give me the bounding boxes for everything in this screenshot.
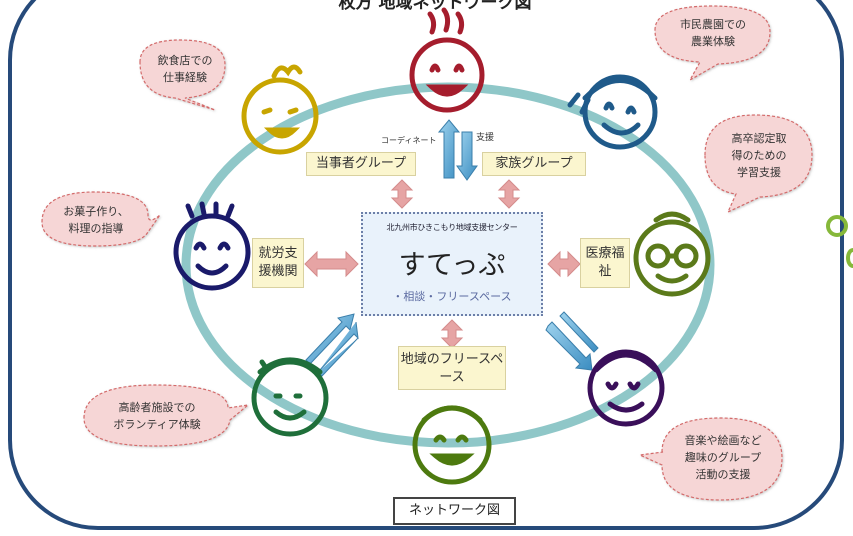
double-arrow-icon bbox=[440, 319, 464, 349]
bubble-sweets bbox=[41, 191, 161, 247]
box-tojisha-group: 当事者グループ bbox=[306, 152, 416, 176]
face-top-icon bbox=[409, 7, 485, 113]
face-yellow-icon bbox=[241, 64, 319, 155]
bubble-sweets-text: お菓子作り、料理の指導 bbox=[63, 205, 129, 235]
bubble-elderly-text: 高齢者施設でのボランティア体験 bbox=[113, 401, 201, 431]
bubble-farm bbox=[654, 5, 771, 82]
coordinate-label: コーディネート bbox=[381, 136, 437, 145]
two-way-arrow-icon bbox=[545, 311, 599, 371]
bubble-restaurant-text: 飲食店での仕事経験 bbox=[157, 54, 213, 84]
decorative-circle-icon bbox=[826, 215, 848, 237]
caption-network-diagram: ネットワーク図 bbox=[393, 497, 516, 525]
decorative-circle-icon bbox=[846, 248, 853, 268]
double-arrow-icon bbox=[390, 179, 414, 209]
double-arrow-icon bbox=[547, 250, 581, 278]
rounded-frame bbox=[8, 0, 844, 530]
bubble-farm-text: 市民農園での農業体験 bbox=[680, 18, 746, 48]
bubble-music bbox=[637, 417, 783, 501]
two-way-arrow-icon bbox=[305, 313, 359, 377]
two-way-arrow-icon bbox=[437, 119, 478, 181]
page-title: 枚方 地域ネットワーク図 bbox=[338, 0, 532, 13]
bubble-restaurant bbox=[139, 39, 226, 111]
bubble-elderly bbox=[83, 384, 251, 447]
face-glasses-icon bbox=[633, 211, 711, 297]
box-kazoku-group: 家族グループ bbox=[482, 152, 586, 176]
face-bottom-left-icon bbox=[251, 357, 329, 437]
center-organization: 北九州市ひきこもり地域支援センター すてっぷ ・相談・フリースペース bbox=[361, 212, 543, 316]
face-left-icon bbox=[173, 201, 251, 291]
bubble-exam-text: 高卒認定取得のための学習支援 bbox=[731, 132, 787, 179]
face-bandana-icon bbox=[567, 74, 658, 150]
bubble-music-text: 音楽や絵画など趣味のグループ活動の支援 bbox=[684, 434, 762, 481]
support-label: 支援 bbox=[476, 133, 495, 143]
center-subtitle: ・相談・フリースペース bbox=[392, 290, 512, 303]
face-bottom-icon bbox=[412, 405, 492, 485]
box-shuro-shien: 就労支援機関 bbox=[252, 238, 304, 288]
center-name: すてっぷ bbox=[398, 250, 506, 281]
box-chiiki-freespace: 地域のフリースペース bbox=[398, 346, 506, 390]
center-org-label: 北九州市ひきこもり地域支援センター bbox=[386, 223, 518, 232]
box-iryo-fukushi: 医療福祉 bbox=[580, 238, 630, 288]
double-arrow-icon bbox=[304, 250, 359, 278]
bubble-exam bbox=[704, 114, 813, 214]
double-arrow-icon bbox=[497, 179, 521, 209]
face-purple-icon bbox=[587, 349, 665, 427]
